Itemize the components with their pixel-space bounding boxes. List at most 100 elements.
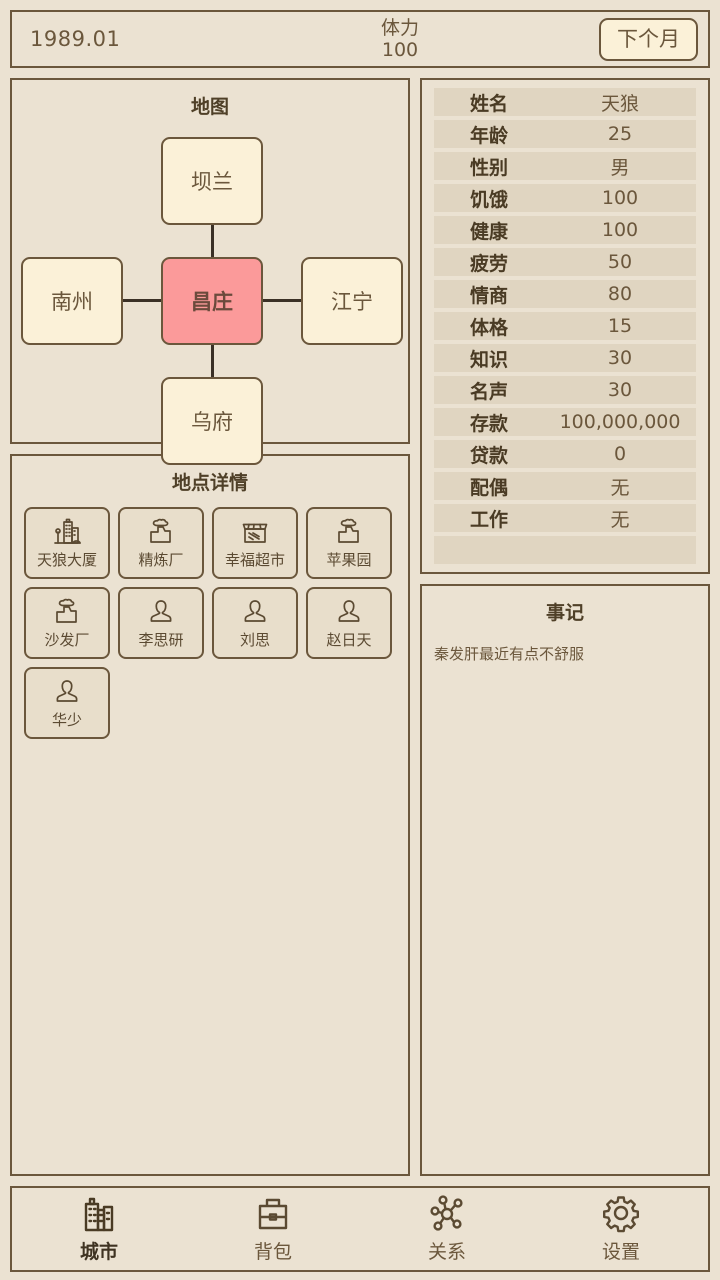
location-card-label: 刘思 — [239, 630, 270, 649]
stat-row: 饥饿 100 — [434, 184, 696, 212]
gear-icon — [599, 1195, 643, 1233]
stat-value: 25 — [607, 123, 633, 145]
nav-item-gear[interactable]: 设置 — [534, 1188, 708, 1270]
stat-row: 性别 男 — [434, 152, 696, 180]
location-card-label: 沙发厂 — [44, 630, 90, 649]
stat-row: 姓名 天狼 — [434, 88, 696, 116]
journal-entry-list: 秦发肝最近有点不舒服 — [422, 629, 708, 676]
stat-value: 天狼 — [601, 92, 640, 115]
stamina-label: 体力 — [380, 16, 419, 39]
store-icon — [240, 517, 270, 547]
building-icon — [52, 517, 82, 547]
stat-key: 配偶 — [470, 476, 509, 499]
city-node-current[interactable]: 昌庄 — [161, 257, 263, 345]
journal-panel-title: 事记 — [545, 602, 584, 624]
stat-row: 年龄 25 — [434, 120, 696, 148]
location-card[interactable]: 李思研 — [118, 587, 204, 659]
stat-value: 80 — [607, 283, 633, 305]
person-icon — [240, 597, 270, 627]
location-card-label: 李思研 — [138, 630, 184, 649]
stat-key: 饥饿 — [470, 188, 509, 211]
stat-key: 性别 — [470, 156, 509, 179]
stat-key: 存款 — [470, 412, 509, 435]
location-card[interactable]: 赵日天 — [306, 587, 392, 659]
stat-value: 男 — [610, 156, 630, 179]
stat-key: 工作 — [470, 508, 509, 531]
top-status-bar: 1989.01 体力 100 下个月 — [10, 10, 710, 68]
map-panel: 地图 坝兰 南州 昌庄 江宁 乌府 — [10, 78, 410, 465]
stamina-indicator: 体力 100 — [340, 17, 460, 62]
map-edge-north — [211, 221, 214, 261]
nav-item-label: 背包 — [253, 1240, 292, 1263]
stamina-value: 100 — [381, 39, 419, 61]
factory-icon — [334, 517, 364, 547]
stat-key: 名声 — [470, 380, 509, 403]
stat-row: 体格 15 — [434, 312, 696, 340]
location-panel-title: 地点详情 — [171, 472, 248, 494]
stat-value: 30 — [607, 379, 633, 401]
location-card[interactable]: 天狼大厦 — [24, 507, 110, 579]
factory-icon — [146, 517, 176, 547]
briefcase-icon — [251, 1195, 295, 1233]
left-column: 地图 坝兰 南州 昌庄 江宁 乌府 地点详情 — [10, 78, 410, 1176]
city-node-north[interactable]: 坝兰 — [161, 137, 263, 225]
stat-value: 100,000,000 — [559, 411, 681, 433]
location-card[interactable]: 精炼厂 — [118, 507, 204, 579]
game-date: 1989.01 — [30, 27, 121, 51]
person-icon — [146, 597, 176, 627]
map-edge-east — [260, 299, 304, 302]
nav-item-label: 关系 — [427, 1240, 466, 1263]
main-content: 地图 坝兰 南州 昌庄 江宁 乌府 地点详情 — [10, 78, 710, 1176]
stat-key: 健康 — [470, 220, 509, 243]
stat-key: 知识 — [470, 348, 509, 371]
map-graph: 坝兰 南州 昌庄 江宁 乌府 — [12, 125, 408, 465]
person-icon — [334, 597, 364, 627]
stat-value: 无 — [610, 508, 630, 531]
stat-key: 姓名 — [470, 92, 509, 115]
stat-row: 存款 100,000,000 — [434, 408, 696, 436]
stat-row: 健康 100 — [434, 216, 696, 244]
stat-value: 30 — [607, 347, 633, 369]
nav-item-city[interactable]: 城市 — [12, 1188, 186, 1270]
stat-value: 0 — [613, 443, 627, 465]
stat-row: 配偶无 — [434, 472, 696, 500]
location-card[interactable]: 华少 — [24, 667, 110, 739]
location-card-label: 华少 — [51, 710, 82, 729]
nav-item-network[interactable]: 关系 — [360, 1188, 534, 1270]
stat-row: 贷款 0 — [434, 440, 696, 468]
nav-item-briefcase[interactable]: 背包 — [186, 1188, 360, 1270]
location-card-label: 天狼大厦 — [36, 550, 97, 569]
location-card[interactable]: 苹果园 — [306, 507, 392, 579]
stat-key: 贷款 — [470, 444, 509, 467]
network-icon — [425, 1194, 469, 1233]
nav-item-label: 城市 — [79, 1240, 118, 1263]
stat-key: 年龄 — [470, 124, 509, 147]
factory-icon — [52, 597, 82, 627]
person-icon — [52, 677, 82, 707]
location-card[interactable]: 刘思 — [212, 587, 298, 659]
stat-value: 100 — [601, 187, 639, 209]
city-icon — [77, 1195, 121, 1233]
stat-value: 15 — [607, 315, 633, 337]
stat-value: 100 — [601, 219, 639, 241]
nav-item-label: 设置 — [601, 1240, 640, 1263]
stat-key: 疲劳 — [470, 252, 509, 275]
city-node-west[interactable]: 南州 — [21, 257, 123, 345]
location-card-label: 苹果园 — [326, 550, 372, 569]
city-node-south[interactable]: 乌府 — [161, 377, 263, 465]
stat-key: 体格 — [470, 316, 509, 339]
city-node-east[interactable]: 江宁 — [301, 257, 403, 345]
journal-entry: 秦发肝最近有点不舒服 — [434, 645, 585, 663]
location-detail-panel: 地点详情 天狼大厦 精炼厂 幸福超市 苹果园 沙发厂 李思研 — [10, 454, 410, 1176]
stat-row-empty — [434, 536, 696, 564]
location-card[interactable]: 幸福超市 — [212, 507, 298, 579]
next-month-button[interactable]: 下个月 — [599, 17, 698, 61]
location-card[interactable]: 沙发厂 — [24, 587, 110, 659]
map-panel-title: 地图 — [190, 96, 229, 118]
